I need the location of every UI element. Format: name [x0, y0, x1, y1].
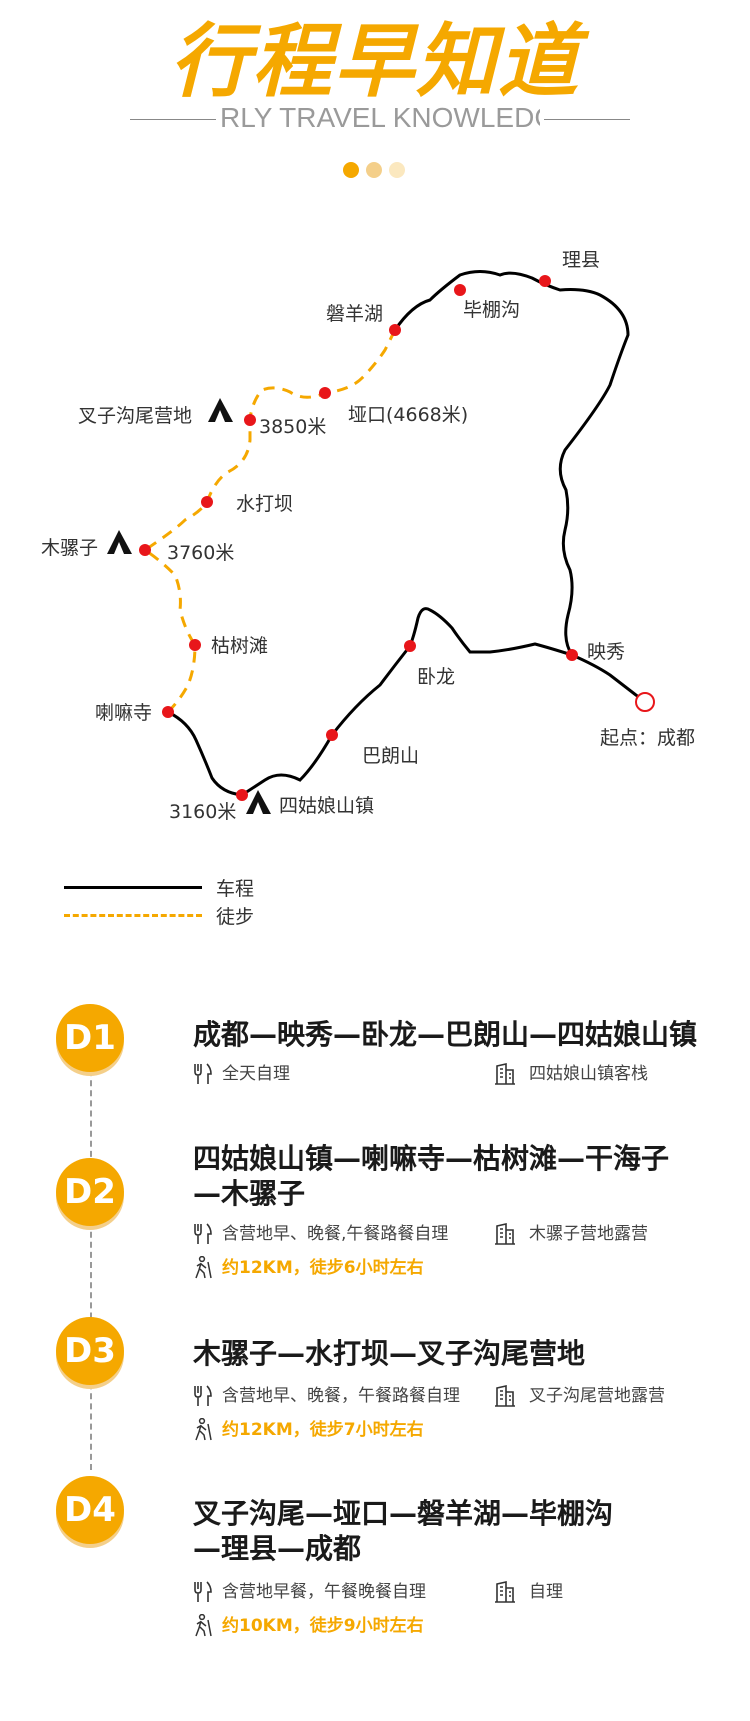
marker-yingxiu	[566, 649, 578, 661]
fork-knife-icon	[194, 1385, 212, 1406]
hiker-icon	[195, 1418, 212, 1441]
map-label-bipenggou: 毕棚沟	[463, 299, 520, 321]
day-route-d3: 木骡子—水打坝—叉子沟尾营地	[193, 1337, 586, 1370]
marker-balangshan	[326, 729, 338, 741]
hike-d3: 约12KM，徒步7小时左右	[222, 1420, 424, 1440]
header-dot-1	[343, 162, 359, 178]
legend-hike-line	[64, 914, 202, 917]
building-icon	[495, 1223, 515, 1245]
marker-shuidaba	[201, 496, 213, 508]
marker-yakou	[319, 387, 331, 399]
subtitle: RLY TRAVEL KNOWLEDG	[130, 100, 630, 140]
meals-d1: 全天自理	[222, 1064, 290, 1084]
lodging-d3: 叉子沟尾营地露营	[529, 1386, 665, 1406]
tent-icon	[208, 398, 233, 422]
lodging-d2: 木骡子营地露营	[529, 1224, 648, 1244]
subtitle-text: RLY TRAVEL KNOWLEDG	[220, 102, 540, 133]
marker-siguniang	[236, 789, 248, 801]
map-label-kushutan: 枯树滩	[211, 635, 268, 657]
map-label-yingxiu: 映秀	[587, 641, 625, 663]
hiker-icon	[195, 1614, 212, 1637]
marker-muluozi	[139, 544, 151, 556]
fork-knife-icon	[194, 1581, 212, 1602]
map-label-yakou: 垭口(4668米)	[348, 404, 468, 426]
meals-d4: 含营地早餐，午餐晚餐自理	[222, 1582, 426, 1602]
map-label-muluozi: 木骡子	[41, 537, 98, 559]
marker-lixian	[539, 275, 551, 287]
hike-d2: 约12KM，徒步6小时左右	[222, 1258, 424, 1278]
map-label-balangshan: 巴朗山	[362, 745, 419, 767]
building-icon	[495, 1063, 515, 1085]
drive-route-east	[393, 270, 646, 704]
map-label-lixian: 理县	[562, 249, 600, 271]
tent-icon	[107, 530, 132, 554]
hike-d4: 约10KM，徒步9小时左右	[222, 1616, 424, 1636]
day-route-d1: 成都—映秀—卧龙—巴朗山—四姑娘山镇	[193, 1018, 698, 1051]
subtitle-divider-left	[130, 119, 216, 120]
header-dot-3	[389, 162, 405, 178]
map-label-3850: 3850米	[259, 416, 326, 438]
hiker-icon	[195, 1256, 212, 1279]
fork-knife-icon	[194, 1223, 212, 1244]
header-dot-2	[366, 162, 382, 178]
fork-knife-icon	[194, 1063, 212, 1084]
building-icon	[495, 1385, 515, 1407]
day-badge-d1: D1	[56, 1004, 124, 1072]
map-label-wolong: 卧龙	[417, 666, 455, 688]
marker-chengdu-start	[635, 692, 655, 712]
itinerary-timeline	[90, 1060, 92, 1470]
marker-lamasi	[162, 706, 174, 718]
marker-wolong	[404, 640, 416, 652]
day-route-d2: 四姑娘山镇—喇嘛寺—枯树滩—干海子—木骡子	[193, 1142, 670, 1210]
drive-route-south	[167, 710, 243, 797]
legend-hike-label: 徒步	[216, 906, 255, 928]
map-label-chazigou: 叉子沟尾营地	[78, 405, 192, 427]
legend-drive-line	[64, 886, 202, 889]
meals-d3: 含营地早、晚餐，午餐路餐自理	[222, 1386, 460, 1406]
day-badge-d3: D3	[56, 1317, 124, 1385]
subtitle-divider-right	[544, 119, 630, 120]
day-route-d4: 叉子沟尾—垭口—磐羊湖—毕棚沟—理县—成都	[193, 1497, 614, 1565]
hike-route	[142, 329, 397, 714]
page-title: 行程早知道	[170, 15, 580, 108]
day-badge-d2: D2	[56, 1158, 124, 1226]
lodging-d1: 四姑娘山镇客栈	[529, 1064, 648, 1084]
lodging-d4: 自理	[529, 1582, 563, 1602]
marker-kushutan	[189, 639, 201, 651]
map-label-lamasi: 喇嘛寺	[95, 702, 152, 724]
drive-route-wolong	[241, 607, 573, 797]
map-label-3760: 3760米	[167, 542, 234, 564]
marker-chazigou	[244, 414, 256, 426]
map-label-panyanghu: 磐羊湖	[326, 303, 383, 325]
tent-icon	[246, 790, 271, 814]
building-icon	[495, 1581, 515, 1603]
map-label-shuidaba: 水打坝	[236, 493, 293, 515]
route-map: 理县 毕棚沟 磐羊湖 垭口(4668米) 叉子沟尾营地 3850米 水打坝 木骡…	[41, 249, 695, 823]
map-label-siguniang: 四姑娘山镇	[279, 795, 374, 817]
marker-panyanghu	[389, 324, 401, 336]
map-label-3160: 3160米	[169, 801, 236, 823]
meals-d2: 含营地早、晚餐,午餐路餐自理	[222, 1224, 449, 1244]
legend-drive-label: 车程	[216, 878, 255, 900]
map-label-chengdu: 起点：成都	[600, 727, 695, 749]
marker-bipenggou	[454, 284, 466, 296]
day-badge-d4: D4	[56, 1476, 124, 1544]
